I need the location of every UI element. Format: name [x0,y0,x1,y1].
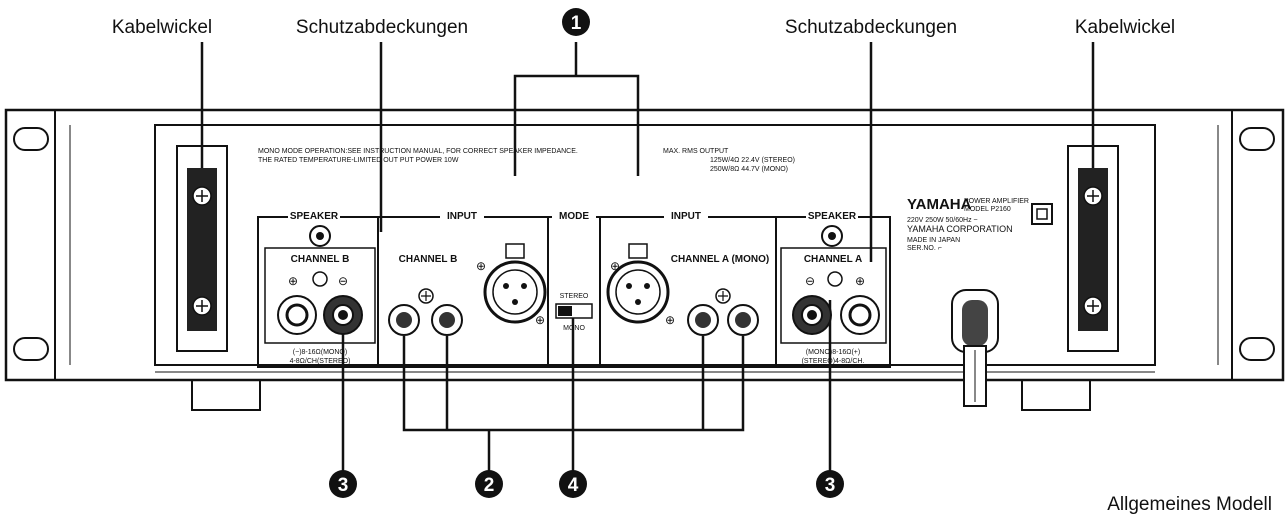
input-a-header: INPUT [671,211,701,222]
svg-text:⊕: ⊕ [610,259,620,273]
callout-protective-covers-left: Schutzabdeckungen [296,17,468,38]
speaker-a-impedance-mono: (MONO)8-16Ω(+) [806,349,860,356]
input-a-channel-label: CHANNEL A (MONO) [671,254,770,265]
brand-plate: YAMAHA POWER AMPLIFIER MODEL P2160 220V … [907,196,1052,252]
speaker-b-impedance-stereo: 4-8Ω/CH(STEREO) [290,358,351,365]
input-b-channel-label: CHANNEL B [399,254,458,265]
speaker-b-channel-label: CHANNEL B [291,254,350,265]
input-a-section: CHANNEL A (MONO) ⊕ ⊕ [608,244,769,335]
section-headers: SPEAKER INPUT MODE INPUT SPEAKER [288,208,858,222]
svg-text:⊖: ⊖ [805,274,815,288]
brand-serial-number: SER.NO. ⌐ [907,245,942,252]
brand-corporation: YAMAHA CORPORATION [907,224,1013,234]
rms-output-title: MAX. RMS OUTPUT [663,148,729,155]
cable-wrap-left [177,146,227,351]
model-note: Allgemeines Modell [1107,494,1272,515]
svg-text:⊖: ⊖ [338,274,348,288]
svg-text:3: 3 [338,475,349,496]
svg-text:⊕: ⊕ [535,313,545,327]
speaker-b-section: CHANNEL B ⊕ ⊖ (−)8-16Ω(MONO) 4-8Ω/CH(STE… [265,226,375,365]
callout-protective-covers-right: Schutzabdeckungen [785,17,957,38]
mode-switch-section: STEREO MONO [556,293,592,332]
svg-text:3: 3 [825,475,836,496]
input-b-section: CHANNEL B ⊕ ⊕ [389,244,545,335]
brand-logo: YAMAHA [907,196,972,213]
svg-text:1: 1 [571,13,582,34]
marker-3-left: 3 [329,470,357,498]
svg-text:4: 4 [568,475,579,496]
power-cord [952,290,998,406]
speaker-a-impedance-stereo: (STEREO)4-8Ω/CH. [802,358,865,365]
svg-text:2: 2 [484,475,495,496]
speaker-b-header: SPEAKER [290,211,339,222]
speaker-a-channel-label: CHANNEL A [804,254,862,265]
brand-spec-line: 220V 250W 50/60Hz ~ [907,217,978,224]
marker-2: 2 [475,470,503,498]
svg-text:⊕: ⊕ [665,313,675,327]
speaker-a-header: SPEAKER [808,211,857,222]
svg-text:⊕: ⊕ [288,274,298,288]
svg-text:⊕: ⊕ [855,274,865,288]
brand-model-line: MODEL P2160 [964,206,1011,213]
rms-output-stereo: 125W/4Ω 22.4V (STEREO) [710,157,795,164]
input-b-header: INPUT [447,211,477,222]
svg-text:⊕: ⊕ [476,259,486,273]
callout-cable-wrap-right: Kabelwickel [1075,17,1175,38]
mode-header: MODE [559,211,589,222]
mono-mode-notice: MONO MODE OPERATION:SEE INSTRUCTION MANU… [258,148,578,155]
callout-cable-wrap-left: Kabelwickel [112,17,212,38]
cable-wrap-right [1068,146,1118,351]
marker-4: 4 [559,470,587,498]
marker-1: 1 [562,8,590,36]
mode-mono-label: MONO [563,325,585,332]
mode-stereo-label: STEREO [560,293,589,300]
rms-output-mono: 250W/8Ω 44.7V (MONO) [710,166,788,173]
brand-made-in: MADE IN JAPAN [907,237,960,244]
rated-power-notice: THE RATED TEMPERATURE-LIMITED OUT PUT PO… [258,157,459,164]
marker-3-right: 3 [816,470,844,498]
speaker-b-impedance-mono: (−)8-16Ω(MONO) [293,349,347,356]
brand-product-line: POWER AMPLIFIER [964,198,1029,205]
